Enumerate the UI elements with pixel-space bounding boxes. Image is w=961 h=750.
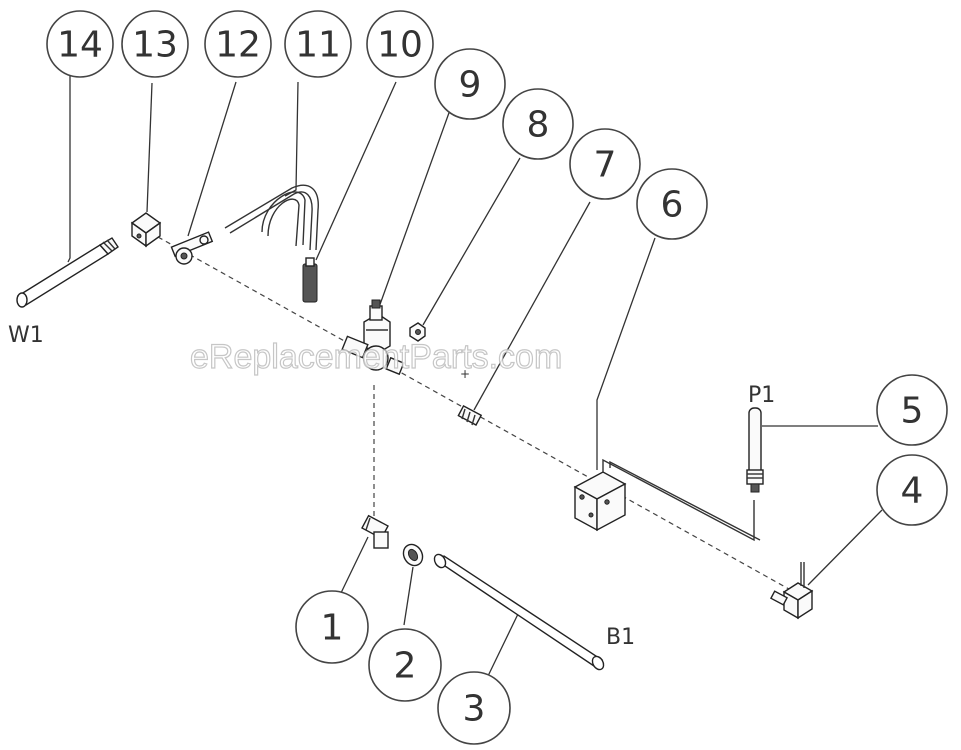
connection-tubing bbox=[602, 458, 761, 542]
center-mark: + bbox=[460, 367, 470, 381]
callout-label: 3 bbox=[463, 689, 486, 730]
label-w1: W1 bbox=[8, 323, 44, 348]
callout-7: 7 bbox=[569, 128, 641, 200]
callout-label: 1 bbox=[321, 608, 344, 649]
callout-14: 14 bbox=[46, 10, 114, 78]
callout-label: 9 bbox=[459, 65, 482, 106]
label-b1: B1 bbox=[606, 625, 635, 650]
callout-label: 13 bbox=[132, 25, 178, 66]
callout-5: 5 bbox=[876, 374, 948, 446]
callout-label: 14 bbox=[57, 25, 103, 66]
callout-9: 9 bbox=[434, 48, 506, 120]
callout-10: 10 bbox=[366, 10, 434, 78]
callout-label: 2 bbox=[394, 646, 417, 687]
part-6-block bbox=[573, 471, 627, 532]
part-12-fitting bbox=[170, 231, 214, 265]
callout-label: 12 bbox=[215, 25, 261, 66]
callout-label: 11 bbox=[295, 25, 341, 66]
part-4-sensor bbox=[769, 562, 814, 620]
callout-4: 4 bbox=[876, 454, 948, 526]
part-9-valve bbox=[341, 299, 405, 376]
callout-label: 5 bbox=[901, 391, 924, 432]
callout-label: 7 bbox=[594, 145, 617, 186]
watermark: eReplacementParts.com bbox=[190, 338, 562, 376]
part-2-nut bbox=[402, 543, 424, 567]
callout-13: 13 bbox=[121, 10, 189, 78]
part-8-nut bbox=[409, 322, 426, 342]
callout-3: 3 bbox=[437, 671, 511, 745]
callout-1: 1 bbox=[295, 590, 369, 664]
part-3-pipe bbox=[433, 553, 605, 671]
assembly-lines bbox=[157, 236, 806, 599]
callout-6: 6 bbox=[636, 168, 708, 240]
callout-12: 12 bbox=[204, 10, 272, 78]
callout-label: 6 bbox=[661, 185, 684, 226]
callout-11: 11 bbox=[284, 10, 352, 78]
callout-label: 10 bbox=[377, 25, 423, 66]
part-7-nipple bbox=[457, 404, 483, 426]
callout-8: 8 bbox=[502, 88, 574, 160]
part-13-tee bbox=[130, 212, 162, 248]
callout-label: 8 bbox=[527, 105, 550, 146]
part-11-tube bbox=[224, 184, 319, 251]
part-10-filter bbox=[302, 257, 318, 303]
leader-lines bbox=[67, 75, 883, 677]
callout-2: 2 bbox=[368, 628, 442, 702]
label-p1: P1 bbox=[748, 383, 775, 408]
callout-label: 4 bbox=[901, 471, 924, 512]
part-1-elbow bbox=[361, 514, 389, 549]
part-14-pipe bbox=[16, 237, 119, 308]
part-5-probe bbox=[746, 407, 764, 493]
